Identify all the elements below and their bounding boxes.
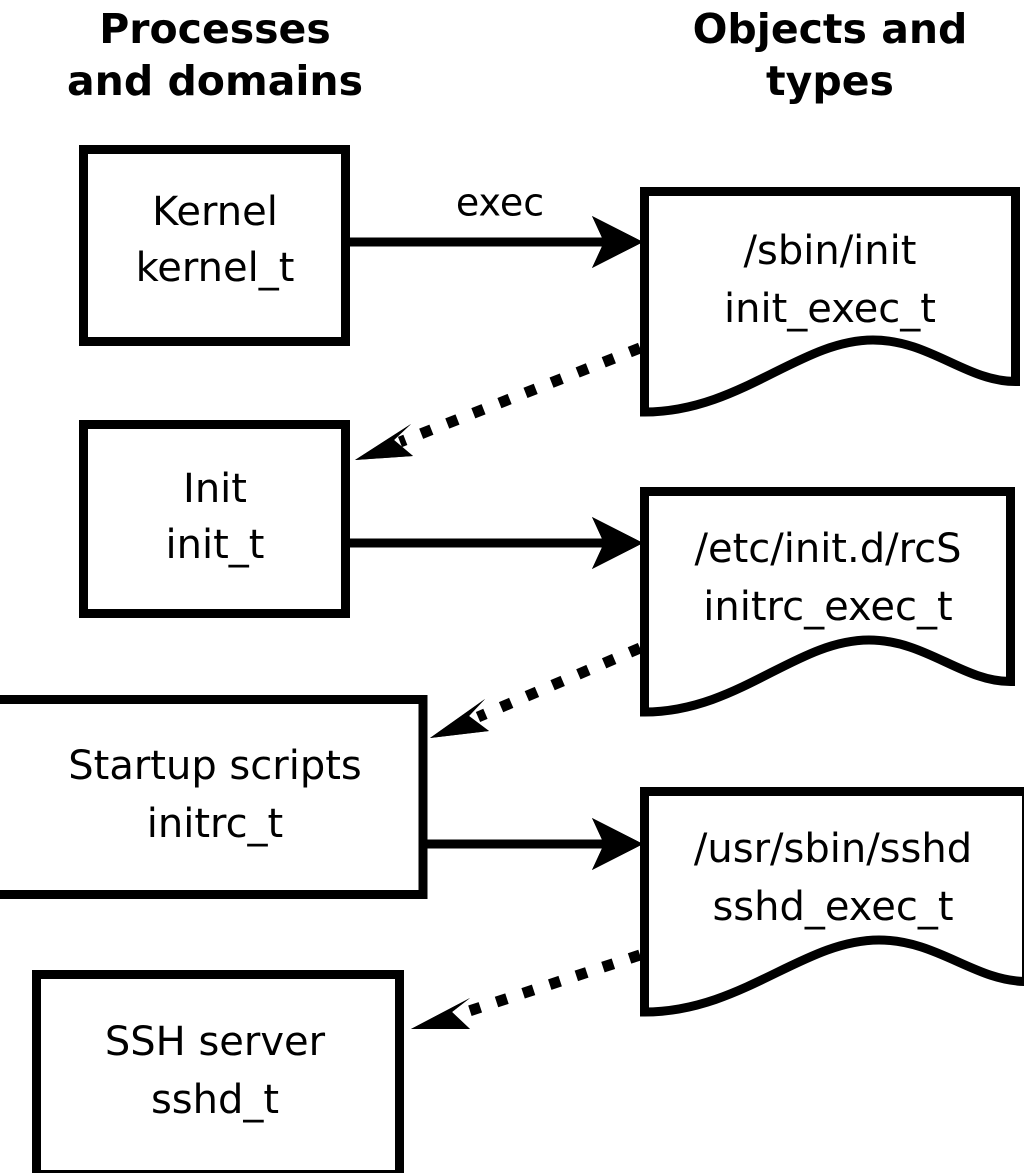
arrowhead-kernel-to-init_exec [592, 216, 643, 268]
object-node-init_exec-document-shape[interactable] [640, 187, 1020, 417]
process-node-init-line1: Init [183, 466, 247, 512]
edge-initrc_exec-transition-initrc-line [475, 642, 643, 723]
process-node-kernel-line1: Kernel [152, 189, 278, 235]
arrowhead-initrc-to-sshd_exec [592, 818, 643, 870]
object-node-sshd_exec-line2: sshd_exec_t [712, 884, 953, 930]
process-node-initrc-box[interactable] [0, 695, 428, 899]
column-header-objects-line1: Objects and [693, 5, 968, 53]
arrowhead-initrc_exec-to-initrc [430, 699, 489, 738]
process-node-kernel-box[interactable] [79, 145, 350, 346]
process-node-init-line2: init_t [166, 522, 265, 568]
column-header-processes-line1: Processes [99, 5, 331, 53]
object-node-sshd_exec-line1: /usr/sbin/sshd [694, 826, 972, 872]
column-header-processes-line2: and domains [67, 57, 363, 105]
process-node-initrc-line2: initrc_t [147, 801, 284, 847]
arrowheads-overlay [355, 216, 643, 1029]
object-node-initrc_exec[interactable]: /etc/init.d/rcS initrc_exec_t [640, 487, 1015, 717]
arrowhead-init_exec-to-init [355, 424, 413, 460]
process-node-sshd-box[interactable] [32, 970, 404, 1173]
object-node-init_exec-line1: /sbin/init [744, 228, 917, 274]
edge-sshd_exec-transition-sshd-line [458, 949, 642, 1020]
process-node-sshd-line2: sshd_t [151, 1077, 279, 1123]
arrowhead-sshd_exec-to-sshd [411, 998, 470, 1029]
column-header-processes: Processes and domains [67, 5, 363, 105]
process-node-init-box[interactable] [79, 420, 350, 618]
edge-init_exec-transition-init-line [397, 342, 643, 448]
object-node-initrc_exec-document-shape[interactable] [640, 487, 1015, 717]
process-node-init[interactable]: Init init_t [79, 420, 350, 618]
process-node-sshd-line1: SSH server [105, 1019, 326, 1065]
object-node-sshd_exec-document-shape[interactable] [640, 787, 1024, 1017]
object-node-initrc_exec-line1: /etc/init.d/rcS [694, 526, 961, 572]
object-node-sshd_exec[interactable]: /usr/sbin/sshd sshd_exec_t [640, 787, 1024, 1017]
edge-label-exec: exec [456, 181, 544, 225]
column-header-objects-line2: types [766, 57, 894, 105]
process-node-sshd[interactable]: SSH server sshd_t [32, 970, 404, 1173]
process-node-initrc-line1: Startup scripts [68, 743, 361, 789]
arrowhead-init-to-initrc_exec [592, 517, 643, 569]
object-node-initrc_exec-line2: initrc_exec_t [703, 584, 952, 630]
process-node-initrc[interactable]: Startup scripts initrc_t [0, 695, 428, 899]
object-node-init_exec[interactable]: /sbin/init init_exec_t [640, 187, 1020, 417]
process-node-kernel[interactable]: Kernel kernel_t [79, 145, 350, 346]
column-header-objects: Objects and types [693, 5, 968, 105]
process-node-kernel-line2: kernel_t [136, 245, 295, 291]
object-node-init_exec-line2: init_exec_t [724, 286, 936, 332]
